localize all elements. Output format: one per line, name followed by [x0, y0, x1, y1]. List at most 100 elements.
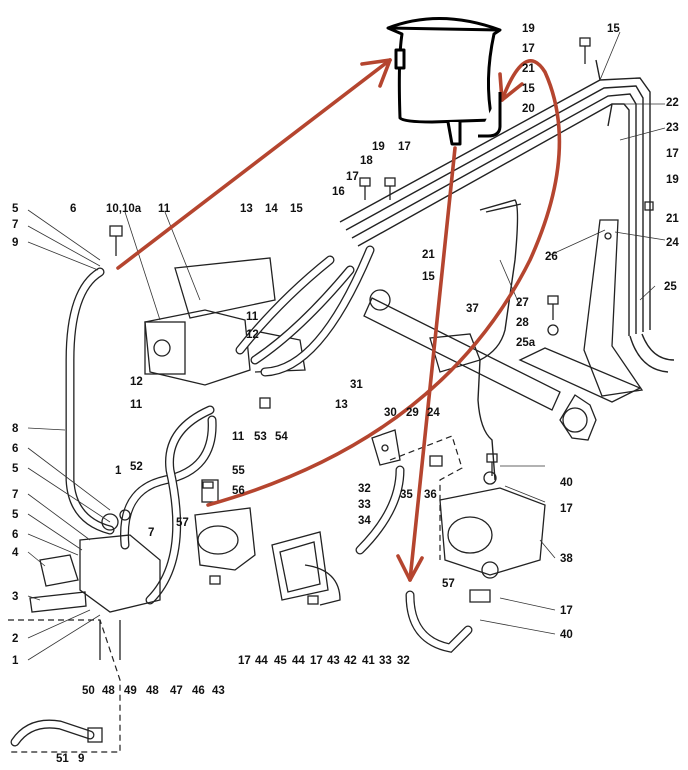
callout-label: 47 [170, 685, 183, 697]
arrow-to-tank [116, 58, 392, 270]
filter-assembly [194, 479, 256, 571]
callout-label: 48 [102, 685, 115, 697]
arrow-to-tank-head [360, 58, 392, 88]
callout-label: 33 [358, 499, 371, 511]
callout-label: 27 [516, 297, 529, 309]
callout-label: 7 [12, 219, 18, 231]
callout-labels: 19 15 17 21 15 22 20 23 17 19 21 24 19 1… [12, 23, 679, 765]
callout-label: 17 [310, 655, 323, 667]
callout-label: 36 [424, 489, 437, 501]
callout-label: 48 [146, 685, 159, 697]
callout-label: 9 [12, 237, 18, 249]
callout-label: 11 [246, 311, 259, 323]
callout-label: 21 [666, 213, 679, 225]
dashed-group-left [8, 619, 121, 753]
callout-label: 13 [240, 203, 253, 215]
callout-label: 15 [607, 23, 620, 35]
valve-block-lower [29, 509, 161, 660]
callout-label: 22 [666, 97, 679, 109]
callout-label: 20 [522, 103, 535, 115]
arrow-filter-loop-head [498, 72, 524, 102]
callout-label: 55 [232, 465, 245, 477]
callout-label: 17 [346, 171, 359, 183]
callout-label: 37 [466, 303, 479, 315]
callout-label: 5 [12, 509, 19, 521]
callout-label: 45 [274, 655, 287, 667]
callout-label: 19 [522, 23, 535, 35]
leader-lines [27, 31, 666, 661]
oil-tank-sketch [386, 16, 502, 146]
callout-label: 1 [12, 655, 19, 667]
arrow-tank-to-pump-head [396, 554, 424, 582]
callout-label: 15 [522, 83, 535, 95]
callout-label: 2 [12, 633, 18, 645]
callout-label: 6 [12, 443, 18, 455]
callout-label: 38 [560, 553, 573, 565]
callout-label: 24 [427, 407, 440, 419]
hydraulic-pump-right [439, 471, 546, 603]
callout-label: 57 [176, 517, 189, 529]
callout-label: 44 [255, 655, 268, 667]
callout-label: 16 [332, 186, 345, 198]
callout-label: 21 [422, 249, 435, 261]
callout-label: 1 [115, 465, 122, 477]
callout-label: 21 [522, 63, 535, 75]
callout-label: 17 [560, 503, 573, 515]
callout-label: 56 [232, 485, 245, 497]
callout-label: 26 [545, 251, 558, 263]
callout-label: 12 [246, 329, 259, 341]
callout-label: 19 [666, 174, 679, 186]
callout-label: 42 [344, 655, 357, 667]
arrow-filter-loop [206, 59, 562, 507]
callout-label: 17 [522, 43, 535, 55]
callout-label: 44 [292, 655, 305, 667]
callout-label: 23 [666, 122, 679, 134]
callout-label: 50 [82, 685, 95, 697]
callout-label: 57 [442, 578, 455, 590]
callout-label: 10,10a [106, 203, 142, 215]
callout-label: 7 [12, 489, 18, 501]
callout-label: 49 [124, 685, 137, 697]
callout-label: 40 [560, 629, 573, 641]
callout-label: 9 [78, 753, 84, 765]
callout-label: 13 [335, 399, 348, 411]
callout-label: 5 [12, 203, 19, 215]
callout-label: 14 [265, 203, 278, 215]
callout-label: 6 [12, 529, 18, 541]
callout-label: 31 [350, 379, 363, 391]
callout-label: 8 [12, 423, 19, 435]
mounting-bracket [518, 219, 644, 441]
callout-label: 17 [238, 655, 251, 667]
callout-label: 46 [192, 685, 205, 697]
callout-label: 3 [12, 591, 18, 603]
callout-label: 32 [358, 483, 371, 495]
callout-label: 51 [56, 753, 69, 765]
callout-label: 11 [130, 399, 143, 411]
annotation-arrows [116, 58, 562, 582]
callout-label: 29 [406, 407, 419, 419]
upper-pipe-bundle [339, 59, 675, 373]
callout-label: 11 [158, 203, 171, 215]
callout-label: 15 [422, 271, 435, 283]
callout-label: 33 [379, 655, 392, 667]
callout-label: 30 [384, 407, 397, 419]
callout-label: 40 [560, 477, 573, 489]
callout-label: 53 [254, 431, 267, 443]
callout-label: 52 [130, 461, 143, 473]
callout-label: 28 [516, 317, 529, 329]
callout-label: 25a [516, 337, 536, 349]
callout-label: 15 [290, 203, 303, 215]
callout-label: 34 [358, 515, 371, 527]
callout-label: 5 [12, 463, 19, 475]
callout-label: 7 [148, 527, 154, 539]
callout-label: 17 [666, 148, 679, 160]
callout-label: 17 [560, 605, 573, 617]
callout-label: 35 [400, 489, 413, 501]
callout-label: 32 [397, 655, 410, 667]
callout-label: 17 [398, 141, 411, 153]
callout-label: 54 [275, 431, 288, 443]
cover-plates [271, 531, 341, 606]
callout-label: 4 [12, 547, 19, 559]
callout-label: 41 [362, 655, 375, 667]
